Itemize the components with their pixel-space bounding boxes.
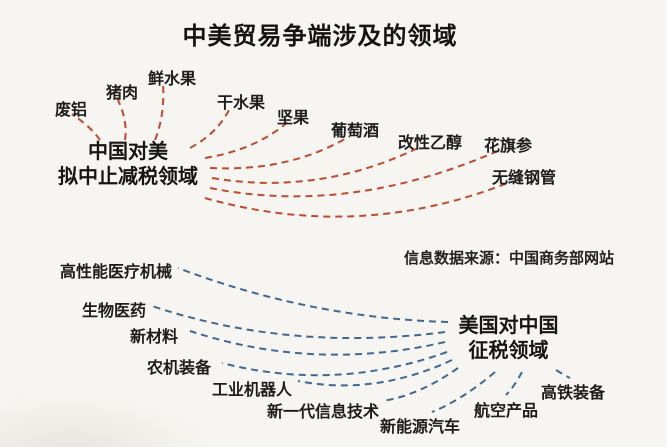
node-label: 废铝 <box>55 102 88 119</box>
connector-curve <box>431 371 496 413</box>
connector-curve <box>209 149 501 198</box>
node-label: 改性乙醇 <box>398 135 463 152</box>
connector-curve <box>151 305 446 340</box>
node-label: 高铁装备 <box>541 385 606 402</box>
china-hub-line2: 拟中止减税领域 <box>58 166 198 188</box>
node-label: 无缝钢管 <box>492 170 557 187</box>
node-label: 农机装备 <box>147 360 212 377</box>
node-label: 航空产品 <box>474 403 539 420</box>
us-hub-line2: 征税领域 <box>468 340 549 362</box>
node-label: 坚果 <box>277 110 310 127</box>
connector-curve <box>116 97 127 141</box>
connector-curve <box>505 371 523 396</box>
node-label: 生物医药 <box>82 303 147 320</box>
node-label: 干水果 <box>217 95 266 112</box>
us-hub-line1: 美国对中国 <box>458 315 559 337</box>
china-hub-line1: 中国对美 <box>88 141 168 163</box>
connector-curve <box>381 367 459 402</box>
connector-curve <box>189 330 446 356</box>
connector-curve <box>209 135 351 170</box>
us-hub-label: 美国对中国 征税领域 <box>436 314 581 364</box>
connector-curve <box>154 83 165 141</box>
connector-curve <box>71 113 101 141</box>
node-label: 工业机器人 <box>212 382 293 399</box>
node-label: 猪肉 <box>106 85 139 102</box>
node-label: 葡萄酒 <box>331 123 380 140</box>
connector-curve <box>189 107 231 149</box>
node-label: 高性能医疗机械 <box>60 264 173 281</box>
china-hub-label: 中国对美 拟中止减税领域 <box>28 140 228 190</box>
diagram-title: 中美贸易争端涉及的领域 <box>182 23 458 50</box>
node-label: 新能源汽车 <box>380 419 461 436</box>
connector-curve <box>221 351 448 377</box>
node-label: 新一代信息技术 <box>267 404 380 421</box>
watermark-smudge <box>0 392 210 447</box>
connector-curve <box>204 181 511 218</box>
node-label: 新材料 <box>130 329 179 346</box>
connector-curve <box>555 369 571 379</box>
node-label: 花旗参 <box>484 138 533 155</box>
connector-curve <box>297 359 453 387</box>
connector-curve <box>211 146 421 184</box>
node-label: 鲜水果 <box>148 71 197 88</box>
source-note: 信息数据来源：中国商务部网站 <box>404 250 615 267</box>
connector-curve <box>177 267 449 323</box>
